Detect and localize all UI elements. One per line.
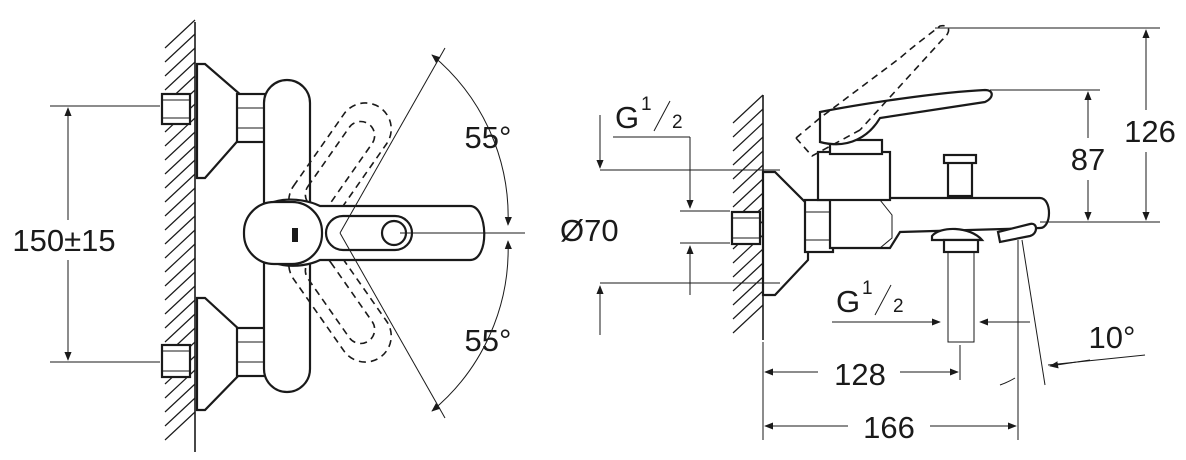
length-label-166: 166 xyxy=(863,410,915,445)
wall-hatch-line xyxy=(164,159,196,189)
wall-hatch-line xyxy=(164,131,196,161)
wall-hatch-line xyxy=(732,248,764,278)
side-view: G 1 2 Ø70 87 126 G 1 2 128 166 10° xyxy=(560,24,1186,445)
inlet-thread-leader xyxy=(596,115,694,335)
height-label-126: 126 xyxy=(1124,114,1176,149)
wall-hatch-line xyxy=(732,122,764,152)
angle-label-10: 10° xyxy=(1089,320,1136,355)
wall-hatch-line xyxy=(164,145,196,175)
aerator xyxy=(996,222,1038,244)
inlet-thread-num: 1 xyxy=(641,94,652,115)
wall-hatch-line xyxy=(732,94,764,124)
height-dimension-150 xyxy=(0,105,160,363)
wall-hatch-line xyxy=(164,215,196,245)
wall-hatch-line xyxy=(164,257,196,287)
wall-hatch-line xyxy=(164,299,196,329)
wall-hatch-line xyxy=(732,276,764,306)
length-dimensions xyxy=(762,240,1019,445)
wall-hatch-line xyxy=(164,397,196,427)
front-wall xyxy=(164,19,196,452)
inlet-thread-den: 2 xyxy=(672,112,683,133)
spout-body xyxy=(828,196,1051,250)
lower-connector xyxy=(160,296,267,412)
wall-hatch-line xyxy=(164,19,196,49)
length-label-128: 128 xyxy=(834,357,886,392)
angle-guides xyxy=(339,47,512,419)
wall-hatch-line xyxy=(164,313,196,343)
wall-hatch-line xyxy=(732,136,764,166)
wall-hatch-line xyxy=(732,178,764,208)
side-lever xyxy=(818,88,993,146)
inlet-thread-main: G xyxy=(615,100,639,135)
wall-hatch-line xyxy=(164,33,196,63)
wall-hatch-line xyxy=(732,108,764,138)
wall-hatch-line xyxy=(164,187,196,217)
hex-nut xyxy=(803,198,835,254)
wall-hatch-line xyxy=(164,229,196,259)
wall-hatch-line xyxy=(164,411,196,441)
wall-hatch-line xyxy=(164,285,196,315)
wall-hatch-line xyxy=(164,271,196,301)
wall-hatch-line xyxy=(732,164,764,194)
height-label-150: 150±15 xyxy=(12,223,115,258)
diameter-label: Ø70 xyxy=(560,213,619,248)
wall-hatch-line xyxy=(732,290,764,320)
outlet-thread-main: G xyxy=(836,284,860,319)
upper-connector xyxy=(160,62,267,180)
wall-hatch-line xyxy=(164,201,196,231)
cartridge-housing xyxy=(816,150,892,202)
height-label-87: 87 xyxy=(1071,142,1105,177)
outlet-thread-num: 1 xyxy=(862,278,873,299)
side-lever-dashed xyxy=(795,24,950,158)
wall-hatch-line xyxy=(164,61,196,91)
outlet-thread-den: 2 xyxy=(893,296,904,317)
wall-hatch-line xyxy=(164,47,196,77)
angle-10-guides xyxy=(999,239,1146,386)
front-view: 150±15 55° 55° xyxy=(0,19,525,452)
wall-rosette xyxy=(761,170,810,297)
wall-hatch-line xyxy=(164,243,196,273)
lower-angle-label: 55° xyxy=(465,323,512,358)
wall-hatch-line xyxy=(164,173,196,203)
wall-hatch-line xyxy=(732,304,764,334)
inlet-nipple xyxy=(730,210,762,246)
height-dimensions xyxy=(935,27,1186,223)
upper-angle-label: 55° xyxy=(465,120,512,155)
wall-hatch-line xyxy=(732,150,764,180)
wall-hatch-line xyxy=(732,262,764,292)
wall-hatch-line xyxy=(164,383,196,413)
outlet-connector xyxy=(930,227,985,242)
lever-handle xyxy=(242,198,486,267)
diverter-knob xyxy=(942,153,978,198)
